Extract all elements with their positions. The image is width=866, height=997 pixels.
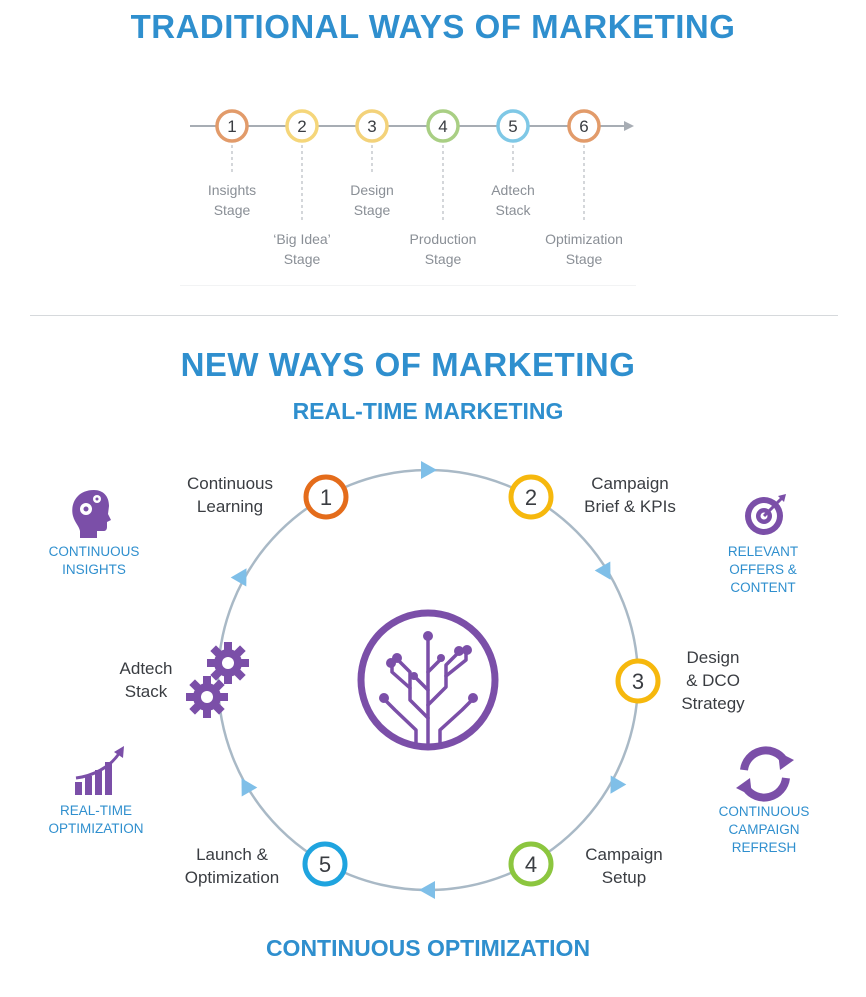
cycle-number: 1: [320, 485, 332, 510]
stage-number: 1: [227, 117, 236, 136]
side-label-line: REAL-TIME: [59, 803, 132, 818]
stage-label-line: Adtech: [491, 182, 535, 198]
side-label-line: RELEVANT: [727, 544, 799, 559]
traditional-timeline: 1 2 3 4 5 6: [190, 109, 634, 222]
ring-arrow: [610, 775, 627, 794]
stage-node: 5: [496, 109, 530, 172]
ring-arrow: [594, 561, 611, 580]
cycle-label-line: Strategy: [681, 694, 745, 713]
stage-number: 6: [579, 117, 588, 136]
side-label-line: CONTENT: [730, 580, 796, 595]
stage-node: 6: [567, 109, 601, 222]
ring-arrow: [241, 778, 258, 797]
cycle-label: Launch & Optimization: [172, 843, 292, 889]
cycle-node: 2: [508, 474, 554, 520]
stage-label-line: Stage: [213, 202, 251, 218]
timeline-arrowhead: [624, 121, 634, 131]
cycle-label-line: Optimization: [184, 868, 280, 887]
cycle-label-line: Design: [686, 648, 740, 667]
stage-label-line: Optimization: [545, 231, 623, 247]
stage-label-line: Stage: [424, 251, 462, 267]
stage-label-line: Stack: [495, 202, 531, 218]
cycle-label-line: Launch &: [196, 845, 268, 864]
cycle-label-line: & DCO: [686, 671, 740, 690]
refresh-icon: [736, 746, 794, 802]
cycle-number: 3: [632, 669, 644, 694]
adtech-label-line: Stack: [124, 682, 168, 701]
side-label: CONTINUOUS CAMPAIGN REFRESH: [694, 803, 834, 857]
stage-label-line: Stage: [353, 202, 391, 218]
real-time-subtitle: REAL-TIME MARKETING: [292, 398, 564, 424]
stage-label-line: Production: [409, 231, 477, 247]
stage-label-line: Insights: [207, 182, 257, 198]
new-ways-title: NEW WAYS OF MARKETING: [180, 346, 636, 380]
cycle-label-line: Learning: [196, 497, 264, 516]
cycle-number: 2: [525, 485, 537, 510]
stage-label-line: Stage: [283, 251, 321, 267]
tree-logo-icon: [357, 609, 499, 751]
head-gears-icon: [72, 490, 111, 538]
stage-number: 4: [438, 117, 447, 136]
traditional-title: TRADITIONAL WAYS OF MARKETING: [130, 8, 736, 45]
gears-icon: [186, 642, 249, 718]
cycle-label: Design & DCO Strategy: [668, 646, 758, 715]
continuous-optimization-footer: CONTINUOUS OPTIMIZATION: [265, 935, 591, 961]
stage-label-line: Stage: [565, 251, 603, 267]
adtech-label-line: Adtech: [119, 659, 173, 678]
section-divider: [30, 315, 838, 316]
side-label-line: CONTINUOUS: [718, 804, 810, 819]
stage-node: 1: [215, 109, 249, 172]
stage-label-line: ‘Big Idea’: [273, 231, 331, 247]
ring-arrow: [230, 568, 247, 587]
side-label: CONTINUOUS INSIGHTS: [24, 543, 164, 579]
side-label-line: REFRESH: [731, 840, 797, 855]
side-label-line: CONTINUOUS: [48, 544, 140, 559]
cycle-node: 1: [303, 474, 349, 520]
stage-number: 2: [297, 117, 306, 136]
bar-growth-icon: [75, 746, 124, 795]
side-label: RELEVANT OFFERS & CONTENT: [693, 543, 833, 597]
side-label-line: CAMPAIGN: [728, 822, 800, 837]
target-icon: [745, 494, 786, 535]
stage-label-line: Design: [350, 182, 394, 198]
cycle-label-line: Brief & KPIs: [584, 497, 676, 516]
cycle-label-line: Setup: [601, 868, 647, 887]
stage-number: 3: [367, 117, 376, 136]
stage-node: 3: [355, 109, 389, 172]
cycle-label-line: Campaign: [585, 845, 663, 864]
side-label: REAL-TIME OPTIMIZATION: [26, 802, 166, 838]
side-label-line: INSIGHTS: [62, 562, 126, 577]
stage-node: 4: [426, 109, 460, 222]
cycle-label-line: Continuous: [186, 474, 273, 493]
ring-arrow: [421, 461, 437, 479]
cycle-node: 3: [615, 658, 661, 704]
faint-rule: [180, 285, 636, 286]
cycle-node: 4: [508, 841, 554, 887]
side-label-line: OPTIMIZATION: [48, 821, 144, 836]
stage-node: 2: [285, 109, 319, 222]
cycle-number: 4: [525, 852, 537, 877]
side-label-line: OFFERS &: [729, 562, 797, 577]
cycle-node: 5: [302, 841, 348, 887]
stage-number: 5: [508, 117, 517, 136]
cycle-number: 5: [319, 852, 331, 877]
cycle-label-line: Campaign: [591, 474, 669, 493]
ring-arrow: [419, 881, 435, 899]
adtech-stack-label: Adtech Stack: [118, 657, 174, 703]
stage-label: ‘Big Idea’ Stage: [237, 229, 367, 269]
